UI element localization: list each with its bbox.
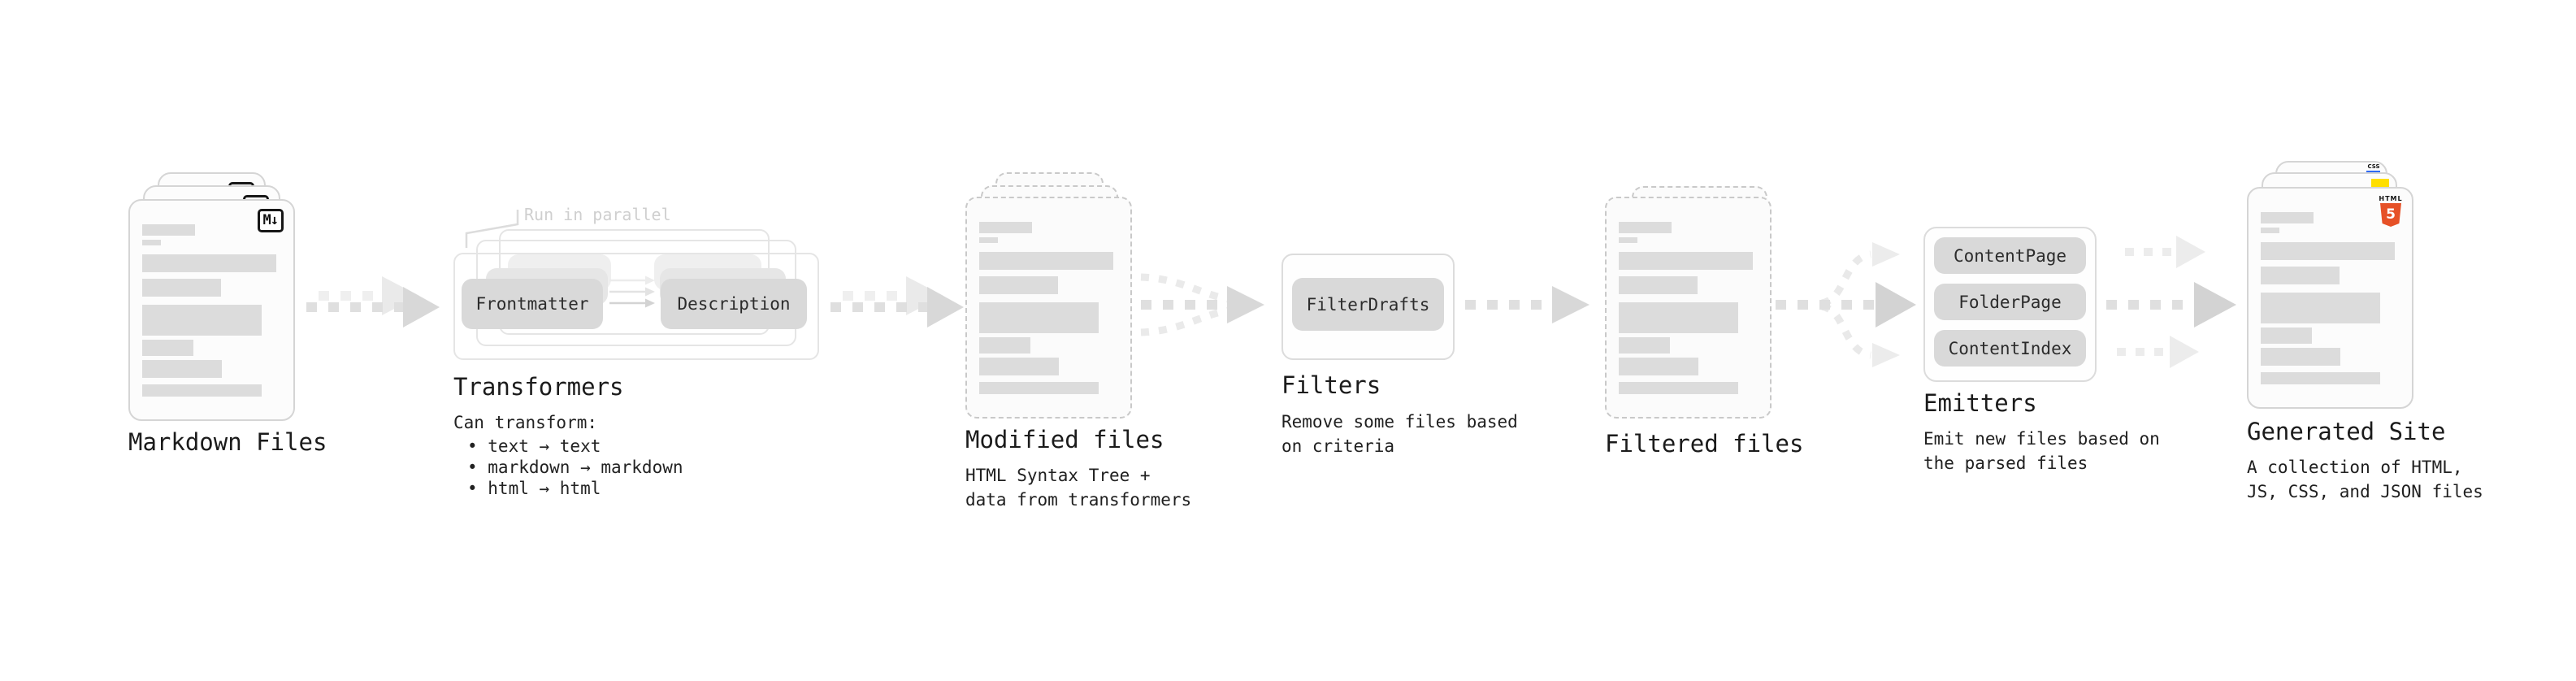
document-card: M↓ <box>128 199 295 421</box>
filterdrafts-pill: FilterDrafts <box>1292 278 1444 331</box>
stage-label: Filtered files <box>1605 430 1804 458</box>
description-pill: Description <box>661 279 807 329</box>
transformer-layer-front <box>453 253 819 360</box>
stage-label: Filters <box>1281 371 1381 399</box>
stage-markdown-files: M↓ M↓ M↓ Markdown Files <box>128 161 348 486</box>
css-icon: CSS <box>2366 164 2381 173</box>
stage-transformers: Run in parallel Frontmatter Description … <box>453 205 835 546</box>
skeleton-text <box>967 198 1130 394</box>
document-card-dashed <box>1605 197 1772 419</box>
stage-label: Generated Site <box>2247 418 2446 445</box>
stage-sublabel: HTML Syntax Tree + data from transformer… <box>965 466 1192 510</box>
bullet-item: • html → html <box>467 479 601 498</box>
stage-modified-files: Modified files HTML Syntax Tree + data f… <box>965 161 1201 518</box>
stage-label: Modified files <box>965 426 1164 453</box>
markdown-icon: M↓ <box>257 209 284 232</box>
run-in-parallel-note: Run in parallel <box>524 205 671 224</box>
document-card-dashed <box>965 197 1132 419</box>
html5-icon: HTML 5 <box>2378 195 2404 227</box>
skeleton-text <box>2249 189 2412 384</box>
stage-filters: FilterDrafts Filters Remove some files b… <box>1281 254 1542 465</box>
css-icon-bar <box>2366 171 2380 173</box>
transform-bullet-list: • text → text • markdown → markdown • ht… <box>453 436 683 499</box>
folderpage-pill: FolderPage <box>1934 284 2086 320</box>
skeleton-text <box>130 201 293 397</box>
stage-filtered-files: Filtered files <box>1605 161 1816 486</box>
contentindex-pill: ContentIndex <box>1934 330 2086 367</box>
stage-generated-site: CSS HTML 5 Generated Site A collection o… <box>2247 150 2507 515</box>
skeleton-text <box>1607 198 1770 394</box>
bullet-item: • text → text <box>467 436 601 456</box>
stage-label: Emitters <box>1923 389 2037 417</box>
parallel-arrows-icon <box>609 275 655 308</box>
stage-sublabel: Remove some files based on criteria <box>1281 412 1518 456</box>
stage-label: Markdown Files <box>128 428 327 456</box>
js-icon <box>2371 179 2389 188</box>
stage-emitters: ContentPage FolderPage ContentIndex Emit… <box>1923 227 2192 495</box>
callout-line <box>465 210 519 248</box>
can-transform-text: Can transform: <box>453 413 598 432</box>
bullet-item: • markdown → markdown <box>467 458 683 477</box>
contentpage-pill: ContentPage <box>1934 237 2086 274</box>
html5-icon-word: HTML <box>2379 195 2403 202</box>
stage-label: Transformers <box>453 373 624 401</box>
html5-icon-shield: 5 <box>2380 203 2401 227</box>
arrow-transformers-to-modified <box>830 276 964 327</box>
frontmatter-pill: Frontmatter <box>462 279 603 329</box>
stage-sublabel: A collection of HTML, JS, CSS, and JSON … <box>2247 458 2483 501</box>
css-icon-word: CSS <box>2367 163 2380 170</box>
stage-sublabel: Emit new files based on the parsed files <box>1923 429 2160 473</box>
document-card: HTML 5 <box>2247 187 2413 409</box>
